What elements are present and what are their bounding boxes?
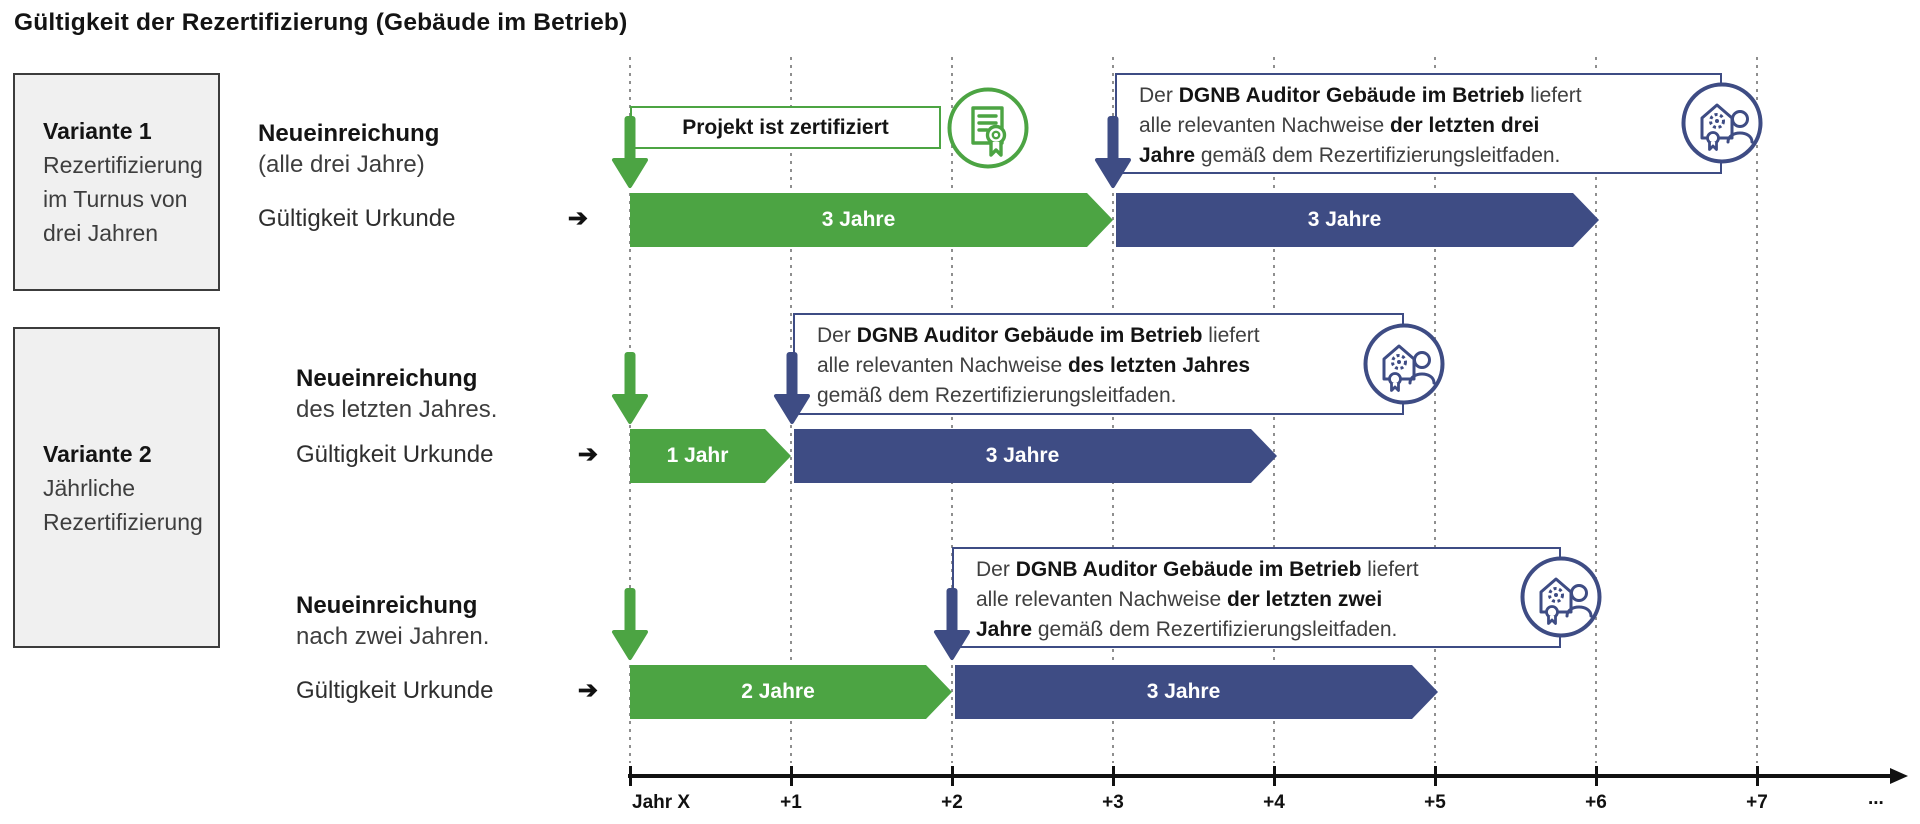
- variant-1-desc-line: im Turnus von: [43, 186, 188, 212]
- axis-label: +3: [1102, 792, 1124, 813]
- time-axis-arrowhead: [1890, 768, 1908, 784]
- row1-certified-callout: Projekt ist zertifiziert: [630, 106, 941, 149]
- row3-green-validity-bar: 2 Jahre: [630, 665, 952, 719]
- axis-tick: [790, 766, 793, 786]
- row1-blue-validity-bar: 3 Jahre: [1116, 193, 1599, 247]
- axis-tick: [951, 766, 954, 786]
- bar-label: 3 Jahre: [821, 208, 896, 231]
- variant-1-name: Variante 1: [43, 118, 152, 144]
- variant-2-desc-line: Rezertifizierung: [43, 508, 203, 535]
- axis-label-more: ...: [1868, 788, 1884, 809]
- year-gridline: [1434, 57, 1436, 763]
- auditor-icon: [1519, 555, 1603, 639]
- axis-label: +6: [1585, 792, 1607, 813]
- axis-label: +4: [1263, 792, 1285, 813]
- variant-2-box: Variante 2 Jährliche Rezertifizierung: [13, 327, 220, 648]
- axis-label-jahr-x: Jahr X: [632, 792, 691, 813]
- bar-label: 3 Jahre: [1146, 680, 1221, 703]
- axis-tick: [1756, 766, 1759, 786]
- row1-submission-title: Neueinreichung: [258, 120, 440, 147]
- auditor-icon: [1362, 322, 1446, 406]
- submission-down-arrow-green: [610, 114, 650, 190]
- row2-submission-label: Neueinreichung des letzten Jahres.: [296, 363, 497, 425]
- row1-submission-sub: (alle drei Jahre): [258, 151, 425, 178]
- row1-submission-label: Neueinreichung (alle drei Jahre): [258, 118, 439, 180]
- page-title: Gültigkeit der Rezertifizierung (Gebäude…: [14, 9, 628, 36]
- row3-validity-text: Gültigkeit Urkunde: [296, 676, 494, 704]
- axis-tick: [1273, 766, 1276, 786]
- row2-auditor-callout: Der DGNB Auditor Gebäude im Betrieb lief…: [793, 313, 1404, 415]
- axis-label: +2: [941, 792, 963, 813]
- submission-down-arrow-green: [610, 350, 650, 426]
- bar-label: 3 Jahre: [985, 444, 1060, 467]
- row2-submission-sub: des letzten Jahres.: [296, 396, 498, 423]
- row3-auditor-callout: Der DGNB Auditor Gebäude im Betrieb lief…: [952, 547, 1561, 648]
- axis-tick: [1434, 766, 1437, 786]
- row3-submission-label: Neueinreichung nach zwei Jahren.: [296, 590, 489, 652]
- row3-auditor-text: Der DGNB Auditor Gebäude im Betrieb lief…: [976, 558, 1419, 641]
- submission-down-arrow-green: [610, 586, 650, 662]
- row2-auditor-text: Der DGNB Auditor Gebäude im Betrieb lief…: [817, 324, 1260, 407]
- year-gridline: [1595, 57, 1597, 763]
- row1-validity-text: Gültigkeit Urkunde: [258, 204, 456, 232]
- axis-tick: [1112, 766, 1115, 786]
- row3-submission-title: Neueinreichung: [296, 592, 478, 619]
- row1-auditor-text: Der DGNB Auditor Gebäude im Betrieb lief…: [1139, 84, 1582, 167]
- recert-down-arrow-blue: [1093, 114, 1133, 190]
- bar-label: 1 Jahr: [666, 444, 729, 467]
- axis-tick: [629, 766, 632, 786]
- recert-down-arrow-blue: [772, 350, 812, 426]
- row2-submission-title: Neueinreichung: [296, 365, 478, 392]
- axis-label: +5: [1424, 792, 1446, 813]
- variant-1-desc-line: drei Jahren: [43, 220, 159, 246]
- row3-validity-label: Gültigkeit Urkunde ➔: [296, 676, 598, 705]
- variant-1-desc-line: Rezertifizierung: [43, 152, 203, 178]
- row2-validity-label: Gültigkeit Urkunde ➔: [296, 440, 598, 469]
- row1-auditor-callout: Der DGNB Auditor Gebäude im Betrieb lief…: [1115, 73, 1722, 174]
- right-arrow-glyph: ➔: [567, 205, 588, 232]
- axis-label: +1: [780, 792, 802, 813]
- row1-certified-text: Projekt ist zertifiziert: [682, 115, 889, 139]
- right-arrow-glyph: ➔: [577, 441, 598, 468]
- auditor-icon: [1680, 81, 1764, 165]
- row2-green-validity-bar: 1 Jahr: [630, 429, 791, 483]
- recert-down-arrow-blue: [932, 586, 972, 662]
- time-axis: [628, 774, 1892, 778]
- bar-label: 3 Jahre: [1307, 208, 1382, 231]
- variant-1-box: Variante 1 Rezertifizierung im Turnus vo…: [13, 73, 220, 291]
- row3-submission-sub: nach zwei Jahren.: [296, 623, 490, 650]
- variant-2-name: Variante 2: [43, 440, 152, 467]
- axis-tick: [1595, 766, 1598, 786]
- row1-validity-label: Gültigkeit Urkunde ➔: [258, 204, 588, 233]
- right-arrow-glyph: ➔: [577, 677, 598, 704]
- row1-green-validity-bar: 3 Jahre: [630, 193, 1113, 247]
- row2-blue-validity-bar: 3 Jahre: [794, 429, 1277, 483]
- year-gridline: [1756, 57, 1758, 763]
- certificate-icon: [946, 86, 1030, 170]
- row3-blue-validity-bar: 3 Jahre: [955, 665, 1438, 719]
- variant-2-desc-line: Jährliche: [43, 474, 136, 501]
- row2-validity-text: Gültigkeit Urkunde: [296, 440, 494, 468]
- bar-label: 2 Jahre: [741, 680, 815, 703]
- axis-label: +7: [1746, 792, 1768, 813]
